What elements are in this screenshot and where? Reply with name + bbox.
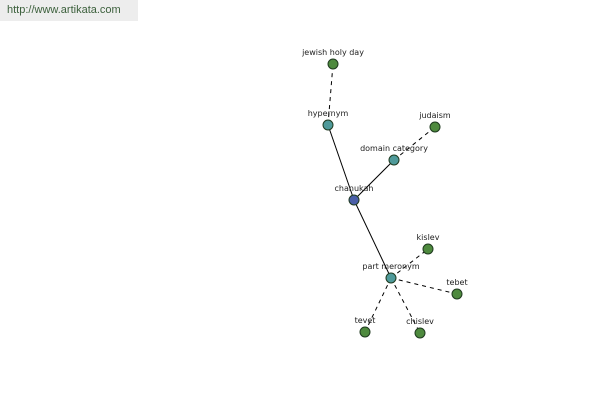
node-circle-hypernym[interactable] (322, 119, 334, 131)
node-circle-jewish-holy-day[interactable] (327, 58, 339, 70)
node-circle-judaism[interactable] (429, 121, 441, 133)
node-label-chanukah: chanukah (335, 184, 374, 193)
node-circle-chanukah[interactable] (348, 194, 360, 206)
node-circle-kislev[interactable] (422, 243, 434, 255)
edge-domain-category-judaism (393, 126, 436, 161)
node-label-tebet: tebet (446, 278, 467, 287)
node-label-domain-category: domain category (360, 144, 428, 153)
edge-hypernym-jewish-holy-day (327, 63, 334, 126)
node-jewish-holy-day[interactable]: jewish holy day (301, 48, 364, 70)
node-circle-tebet[interactable] (451, 288, 463, 300)
node-judaism[interactable]: judaism (418, 111, 451, 133)
node-tebet[interactable]: tebet (446, 278, 468, 300)
node-label-jewish-holy-day: jewish holy day (301, 48, 364, 57)
node-part-meronym[interactable]: part meronym (362, 262, 420, 284)
node-label-tevet: tevet (355, 316, 376, 325)
edge-part-meronym-tebet (390, 277, 458, 295)
node-chislev[interactable]: chislev (406, 317, 434, 339)
node-label-judaism: judaism (418, 111, 451, 120)
node-tevet[interactable]: tevet (355, 316, 376, 338)
edge-chanukah-hypernym (327, 124, 355, 201)
node-label-chislev: chislev (406, 317, 434, 326)
node-chanukah[interactable]: chanukah (335, 184, 374, 206)
edge-chanukah-domain-category (353, 159, 395, 201)
node-circle-domain-category[interactable] (388, 154, 400, 166)
node-domain-category[interactable]: domain category (360, 144, 428, 166)
node-label-kislev: kislev (417, 233, 440, 242)
node-label-hypernym: hypernym (308, 109, 349, 118)
site-watermark[interactable]: http://www.artikata.com (0, 0, 138, 21)
node-circle-tevet[interactable] (359, 326, 371, 338)
edge-chanukah-part-meronym (353, 199, 392, 279)
edge-part-meronym-tevet (364, 277, 392, 333)
edge-part-meronym-chislev (390, 277, 421, 334)
node-circle-chislev[interactable] (414, 327, 426, 339)
node-circle-part-meronym[interactable] (385, 272, 397, 284)
nodes-layer: chanukah hypernym domain category part mero… (301, 48, 468, 339)
node-kislev[interactable]: kislev (417, 233, 440, 255)
node-hypernym[interactable]: hypernym (308, 109, 349, 131)
node-label-part-meronym: part meronym (362, 262, 419, 271)
edges-layer (327, 63, 458, 334)
